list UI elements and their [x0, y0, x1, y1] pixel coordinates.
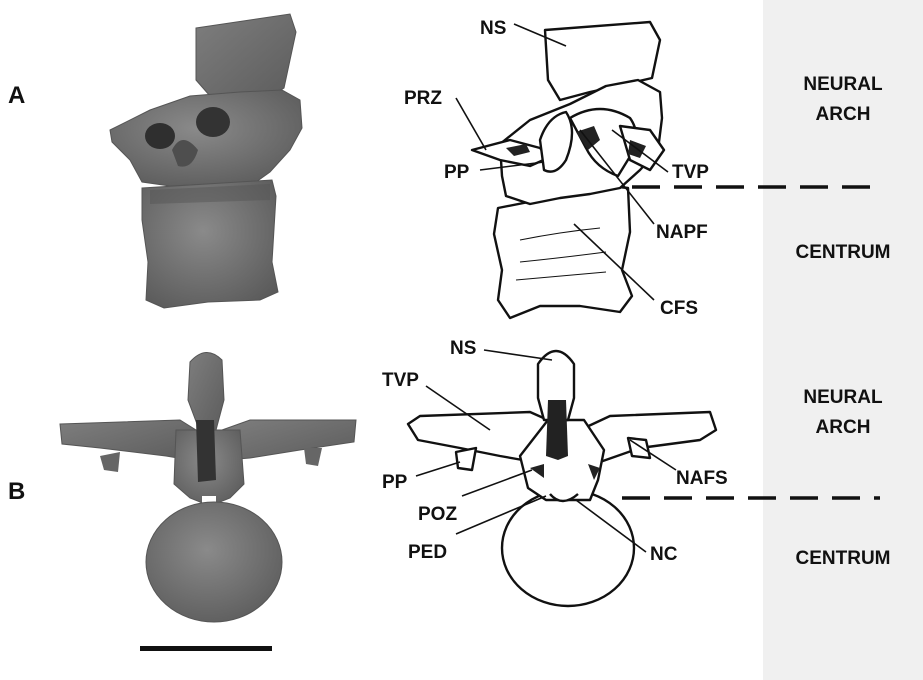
- label-b-nafs: NAFS: [676, 468, 728, 489]
- label-a-napf: NAPF: [656, 222, 708, 243]
- scale-bar: [140, 646, 272, 651]
- fossil-photo-a: [110, 14, 302, 308]
- label-b-nc: NC: [650, 544, 678, 565]
- label-b-pp: PP: [382, 472, 408, 493]
- label-a-prz: PRZ: [404, 88, 442, 109]
- fossil-photo-b: [60, 352, 356, 622]
- label-a-ns: NS: [480, 18, 506, 39]
- line-drawing-b: [408, 351, 716, 606]
- label-b-ns: NS: [450, 338, 476, 359]
- label-a-pp: PP: [444, 162, 470, 183]
- label-b-poz: POZ: [418, 504, 457, 525]
- label-b-tvp: TVP: [382, 370, 419, 391]
- label-b-ped: PED: [408, 542, 447, 563]
- line-drawing-a: [472, 22, 664, 318]
- label-a-tvp: TVP: [672, 162, 709, 183]
- label-a-cfs: CFS: [660, 298, 698, 319]
